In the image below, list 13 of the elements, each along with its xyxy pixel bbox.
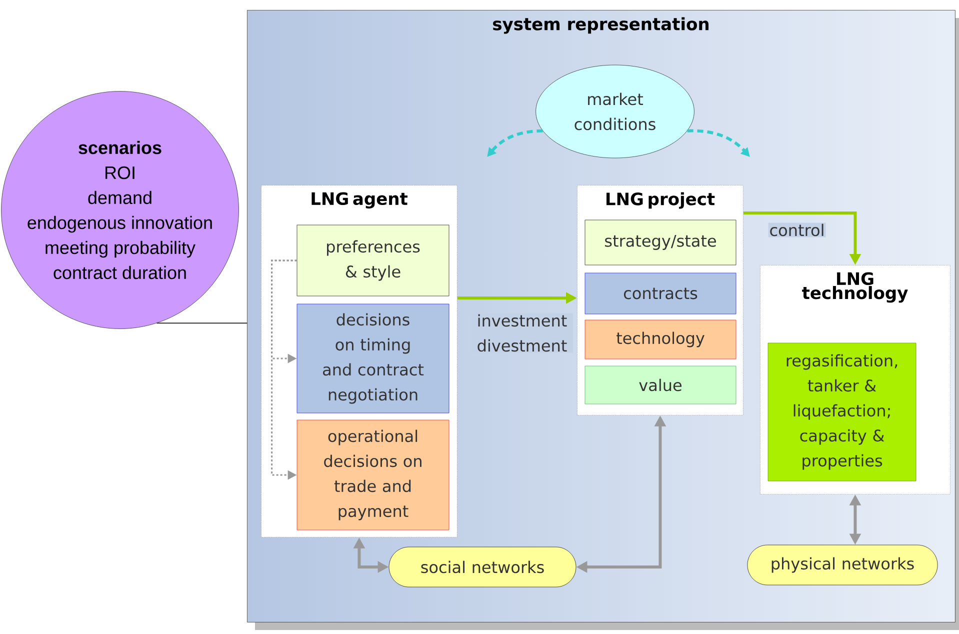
attribute-box: contracts: [584, 272, 736, 314]
process-box: preferences & style: [296, 224, 450, 296]
network-pill: social networks: [388, 546, 576, 588]
process-box: operational decisions on trade and payment: [296, 420, 450, 530]
edge-label: control: [768, 222, 826, 238]
attribute-box: value: [584, 366, 736, 404]
network-pill: physical networks: [747, 544, 938, 586]
process-box: regasification, tanker & liquefaction; capacity & properties: [768, 342, 916, 482]
attribute-box: technology: [584, 320, 736, 360]
attribute-box: strategy/state: [584, 220, 736, 266]
process-box: decisions on timing and contract negotiation: [296, 304, 450, 414]
connector-line: [156, 322, 248, 324]
edge-label: investment divestment: [471, 313, 573, 353]
